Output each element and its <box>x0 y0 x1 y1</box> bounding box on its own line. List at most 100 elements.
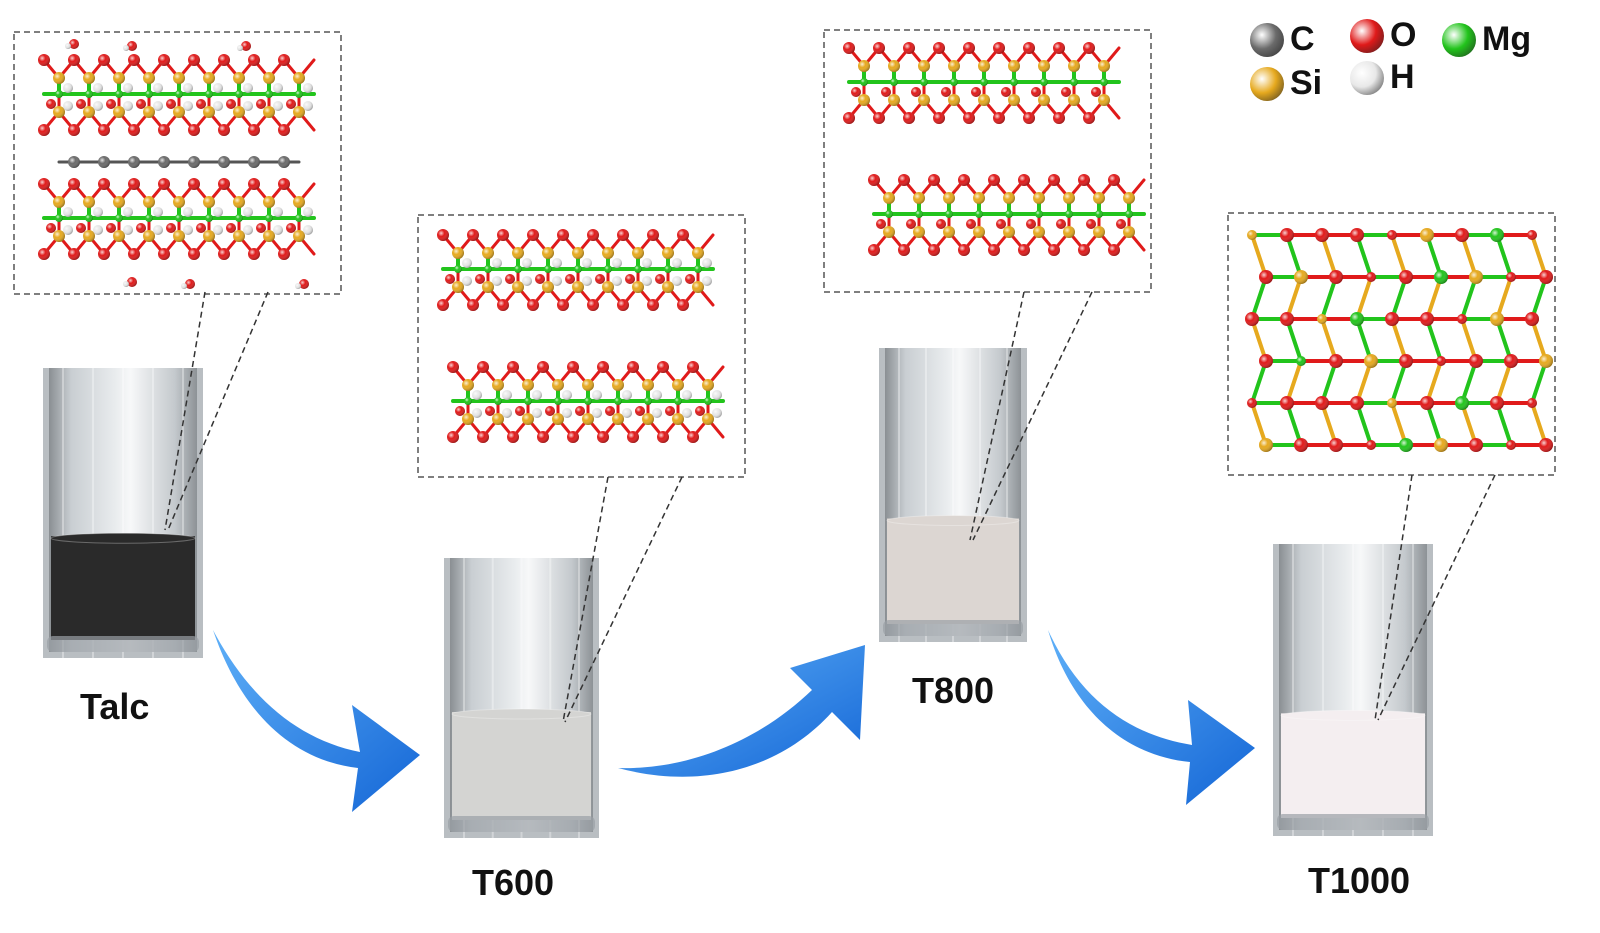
atom-shade <box>85 90 93 98</box>
atom-shade <box>1038 60 1050 72</box>
atom-shade <box>205 214 213 222</box>
atom-shade <box>115 214 123 222</box>
atom-shade <box>612 413 624 425</box>
crystal-structure-t1000 <box>1227 212 1556 476</box>
atom-shade <box>687 361 699 373</box>
atom-shade <box>592 408 602 418</box>
atom-shade <box>455 406 465 416</box>
oxygen-atom-icon <box>1350 18 1384 53</box>
bond <box>1320 317 1338 363</box>
atom-shade <box>173 72 185 84</box>
atom-shade <box>265 214 273 222</box>
bond <box>1320 233 1338 279</box>
atom-shade <box>1350 312 1364 326</box>
atom-shade <box>1038 94 1050 106</box>
atom-shade <box>467 229 479 241</box>
atom-shade <box>557 299 569 311</box>
atom-shade <box>557 229 569 241</box>
atom-shade <box>1315 396 1329 410</box>
atom-shade <box>1366 272 1376 282</box>
atom-shade <box>672 379 684 391</box>
atom-shade <box>1436 356 1446 366</box>
atom-shade <box>1525 312 1539 326</box>
atom-shade <box>445 274 455 284</box>
atom-shade <box>858 60 870 72</box>
atom-shade <box>993 112 1005 124</box>
atom-shade <box>958 244 970 256</box>
atom-shade <box>235 90 243 98</box>
atom-shade <box>973 192 985 204</box>
atom-shade <box>851 87 861 97</box>
atom-shade <box>273 101 283 111</box>
atom-shade <box>113 72 125 84</box>
atom-shade <box>492 276 502 286</box>
atom-shade <box>868 174 880 186</box>
atom-shade <box>545 406 555 416</box>
bond <box>1530 359 1548 405</box>
atom-shade <box>1086 219 1096 229</box>
bond <box>1250 233 1268 279</box>
bond <box>1425 317 1443 363</box>
atom-shade <box>183 83 193 93</box>
hydrogen-atom-icon <box>1350 60 1384 95</box>
atom-shade <box>1399 354 1413 368</box>
atom-shade <box>213 101 223 111</box>
atom-shade <box>243 207 253 217</box>
atom-shade <box>218 54 230 66</box>
powder-surface <box>886 515 1020 527</box>
atom-shade <box>1063 192 1075 204</box>
atom-shade <box>472 408 482 418</box>
legend-symbol: O <box>1390 16 1417 54</box>
atom-shade <box>507 431 519 443</box>
atom-shade <box>218 248 230 260</box>
atom-shade <box>1056 219 1066 229</box>
atom-shade <box>128 54 140 66</box>
atom-shade <box>647 229 659 241</box>
atom-shade <box>1457 314 1467 324</box>
atom-shade <box>482 247 494 259</box>
atom-shade <box>1387 230 1397 240</box>
atom-shade <box>93 83 103 93</box>
atom-shade <box>1329 354 1343 368</box>
atom-shade <box>233 106 245 118</box>
atom-shade <box>522 258 532 268</box>
atom-shade <box>582 379 594 391</box>
atom-shade <box>437 299 449 311</box>
atom-shade <box>181 283 187 289</box>
atom-shade <box>278 124 290 136</box>
bond <box>1285 233 1303 279</box>
atom-shade <box>574 265 582 273</box>
atom-shade <box>1063 226 1075 238</box>
atom-shade <box>532 408 542 418</box>
atom-shade <box>532 390 542 400</box>
atom-shade <box>567 431 579 443</box>
atom-shade <box>1280 312 1294 326</box>
powder-surface <box>50 532 196 544</box>
atom-shade <box>265 90 273 98</box>
atom-shade <box>303 225 313 235</box>
atom-shade <box>1539 438 1553 452</box>
bond <box>1425 233 1443 279</box>
atom-shade <box>575 406 585 416</box>
atom-shade <box>1490 312 1504 326</box>
atom-shade <box>587 299 599 311</box>
atom-shade <box>218 124 230 136</box>
atom-shade <box>1350 228 1364 242</box>
atom-shade <box>522 379 534 391</box>
atom-shade <box>890 78 898 86</box>
bond <box>1495 401 1513 447</box>
structure-frame <box>1227 212 1556 476</box>
atom-shade <box>537 431 549 443</box>
bond <box>1285 359 1303 405</box>
atom-shade <box>166 223 176 233</box>
atom-shade <box>128 156 140 168</box>
legend-item-h: H <box>1350 58 1415 97</box>
atom-shade <box>248 178 260 190</box>
carbon-atom-icon <box>1250 22 1284 57</box>
atom-shade <box>452 247 464 259</box>
atom-shade <box>1093 192 1105 204</box>
atom-shade <box>68 248 80 260</box>
leader-line <box>1377 474 1496 721</box>
atom-shade <box>913 226 925 238</box>
